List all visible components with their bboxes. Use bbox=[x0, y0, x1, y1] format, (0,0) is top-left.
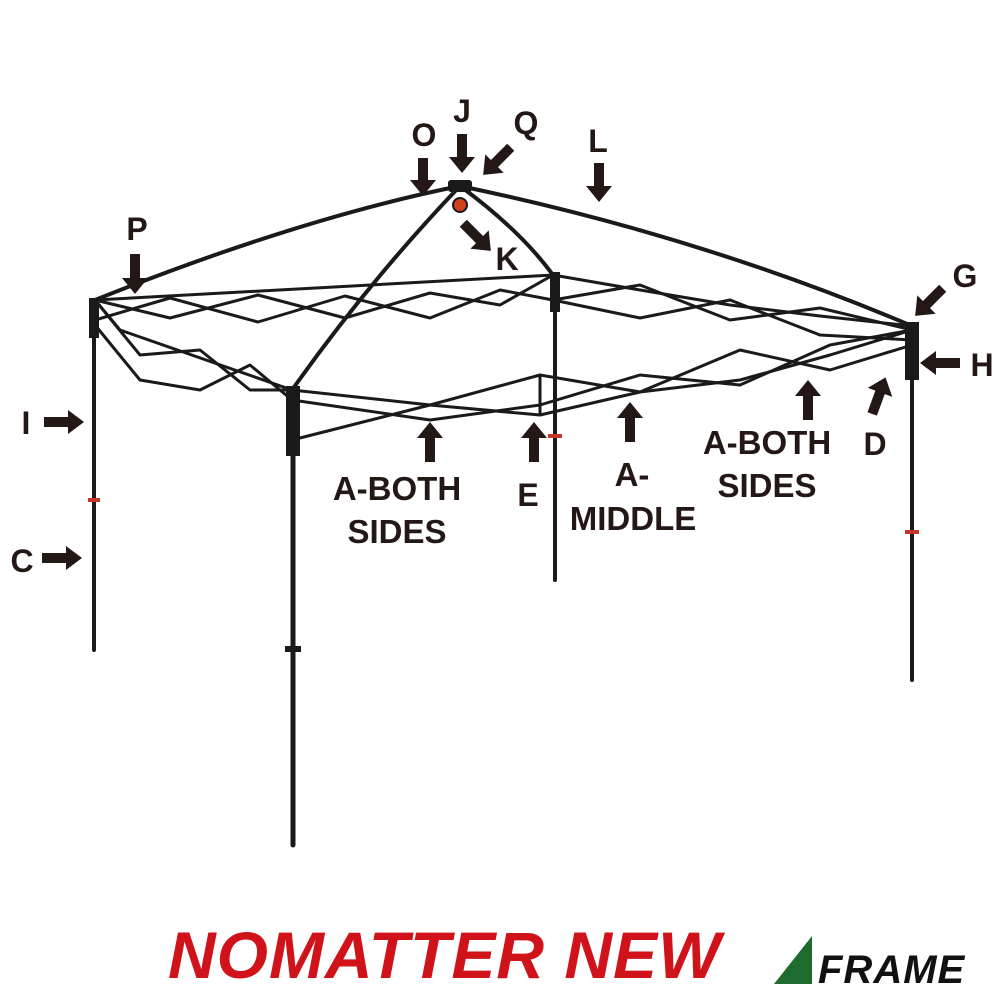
roof-rafters bbox=[93, 184, 914, 392]
peak-hub bbox=[448, 180, 472, 213]
label-p: P bbox=[126, 211, 147, 247]
arrow-q-icon bbox=[483, 143, 515, 175]
arrow-e-icon bbox=[521, 422, 547, 462]
left-side-truss bbox=[93, 298, 294, 402]
label-a-middle-line2: MIDDLE bbox=[570, 500, 697, 537]
right-rear-truss bbox=[551, 273, 914, 342]
arrow-c-icon bbox=[42, 546, 82, 570]
label-a-both-left-line1: A-BOTH bbox=[333, 470, 461, 507]
arrow-a-both-right-icon bbox=[795, 380, 821, 420]
arrow-o-icon bbox=[410, 158, 436, 196]
arrow-l-icon bbox=[586, 163, 612, 202]
arrow-j-icon bbox=[449, 134, 475, 173]
label-e: E bbox=[517, 477, 538, 513]
green-leaf-icon bbox=[774, 936, 812, 984]
label-h: H bbox=[970, 347, 993, 383]
canopy-frame bbox=[88, 180, 919, 848]
label-o: O bbox=[412, 117, 437, 153]
arrow-p-icon bbox=[122, 254, 148, 294]
brand-subtitle: FRAME bbox=[818, 948, 966, 992]
arrow-i-icon bbox=[44, 410, 84, 434]
label-a-both-right-line2: SIDES bbox=[717, 467, 816, 504]
arrow-a-middle-icon bbox=[617, 402, 643, 442]
rear-truss bbox=[93, 273, 555, 324]
legs bbox=[88, 272, 919, 848]
label-q: Q bbox=[514, 105, 539, 141]
callout-labels: O J Q L P K G H I C D E A-BOTH SIDES A- … bbox=[10, 93, 993, 579]
arrow-g-icon bbox=[915, 284, 947, 316]
front-truss bbox=[290, 328, 914, 442]
label-c: C bbox=[10, 543, 33, 579]
arrow-h-icon bbox=[920, 351, 960, 375]
callout-arrows bbox=[42, 134, 960, 570]
label-a-middle-line1: A- bbox=[615, 456, 650, 493]
label-l: L bbox=[588, 123, 608, 159]
arrow-a-both-left-icon bbox=[417, 422, 443, 462]
label-g: G bbox=[953, 258, 978, 294]
label-a-both-left-line2: SIDES bbox=[347, 513, 446, 550]
arrow-k-icon bbox=[459, 219, 491, 251]
arrow-d-icon bbox=[867, 377, 893, 416]
label-i: I bbox=[22, 405, 31, 441]
label-d: D bbox=[863, 426, 886, 462]
label-k: K bbox=[495, 241, 518, 277]
label-a-both-right-line1: A-BOTH bbox=[703, 424, 831, 461]
brand-title: NOMATTER NEW bbox=[168, 918, 722, 992]
label-j: J bbox=[453, 93, 471, 129]
